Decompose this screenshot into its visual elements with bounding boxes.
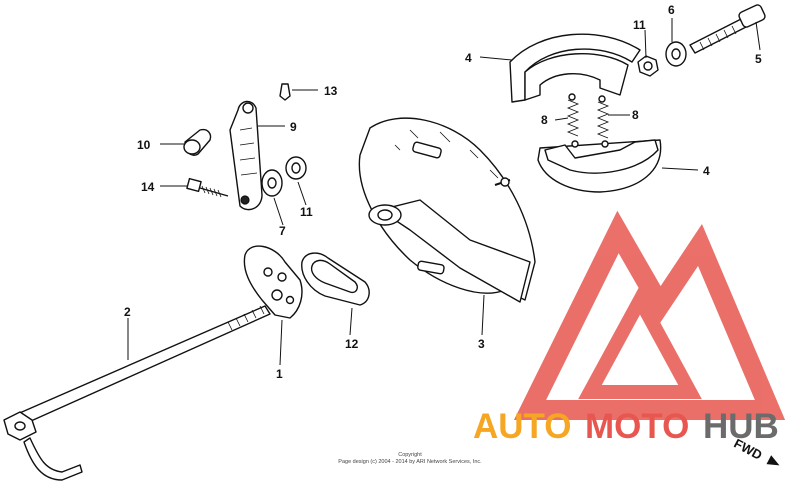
brake-arm: [229, 100, 263, 211]
gasket-plate: [301, 252, 370, 306]
callout-8-left: 8: [541, 113, 548, 127]
callout-11-upper: 11: [633, 18, 646, 32]
callout-4-lower: 4: [703, 164, 710, 178]
nut-upper: [637, 55, 659, 77]
callout-5: 5: [755, 52, 762, 66]
bolt-14: [186, 177, 229, 198]
callout-8-right: 8: [632, 108, 639, 122]
cotter-pin: [279, 83, 291, 101]
adjuster-plate: [243, 245, 303, 319]
callout-labels: 1 2 3 4 4 5 6 7 8 8 9 10 11 11 12 13 14: [124, 3, 762, 381]
watermark-logo-icon: [513, 210, 786, 420]
watermark-auto: AUTO: [473, 407, 572, 446]
callout-13: 13: [324, 84, 338, 98]
callout-3: 3: [478, 337, 485, 351]
callout-9: 9: [290, 120, 297, 134]
callout-2: 2: [124, 305, 131, 319]
callout-11-lower: 11: [300, 205, 313, 219]
brake-shoe-upper: [509, 33, 641, 103]
washer-upper: [665, 41, 687, 67]
callout-7: 7: [279, 224, 286, 238]
washer-11: [285, 156, 307, 180]
brake-shoe-lower: [537, 139, 662, 193]
watermark-hub: HUB: [703, 407, 779, 446]
copyright-line-2: Page design (c) 2004 - 2014 by ARI Netwo…: [338, 459, 482, 465]
callout-10: 10: [137, 138, 151, 152]
copyright-notice: Copyright Page design (c) 2004 - 2014 by…: [300, 452, 520, 466]
watermark-text: AUTO MOTO HUB: [473, 407, 779, 446]
brake-cam: [689, 4, 766, 54]
brake-panel: [358, 117, 536, 303]
washer-7: [261, 169, 283, 197]
brake-spring-right: [596, 95, 610, 148]
callout-4-upper: 4: [465, 51, 472, 65]
pin-plug: [183, 128, 212, 156]
copyright-line-1: Copyright: [398, 452, 422, 458]
callout-1: 1: [276, 367, 283, 381]
leader-lines: [127, 18, 761, 366]
watermark-moto: MOTO: [585, 407, 689, 446]
callout-6: 6: [668, 3, 675, 17]
fwd-arrow-icon: [766, 455, 780, 466]
callout-14: 14: [141, 180, 155, 194]
brake-spring-left: [566, 93, 580, 148]
axle: [3, 305, 271, 481]
callout-12: 12: [345, 337, 359, 351]
